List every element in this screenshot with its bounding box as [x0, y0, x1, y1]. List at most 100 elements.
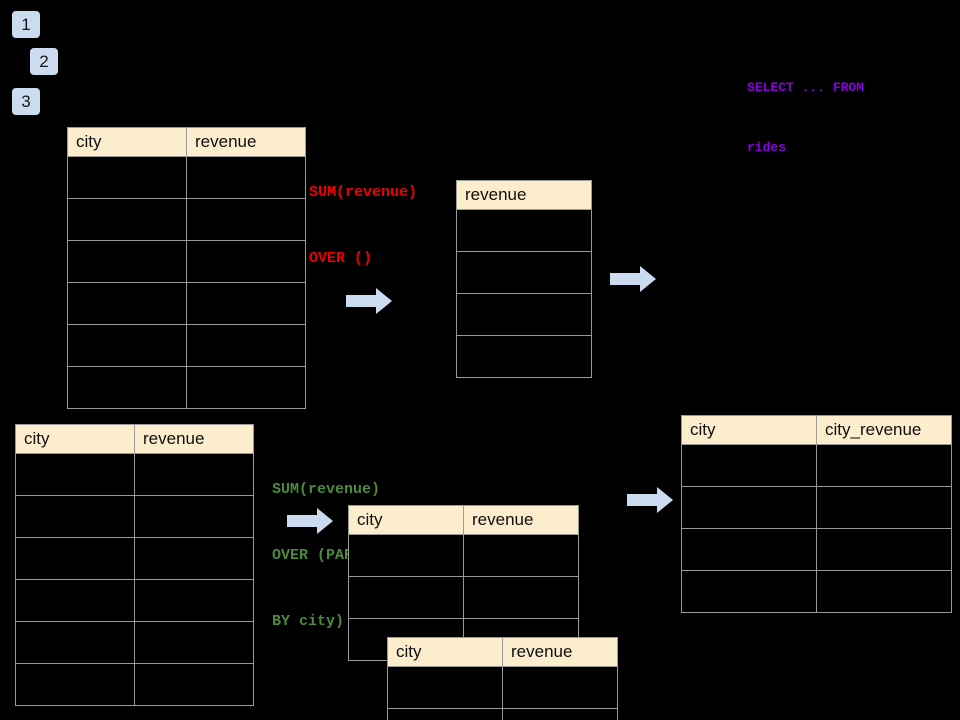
table-cell[interactable] [15, 663, 135, 706]
table-row[interactable] [67, 156, 306, 199]
table-cell[interactable] [134, 495, 254, 538]
table-cell[interactable] [816, 486, 952, 529]
table-cell[interactable] [348, 534, 464, 577]
step-badge-2[interactable]: 2 [30, 48, 58, 75]
arrow-total-to-result-icon [610, 266, 656, 292]
table-row[interactable] [348, 534, 579, 577]
sql-line-select: SELECT DISTINCT(city), [84, 57, 289, 75]
table-cell[interactable] [134, 621, 254, 664]
table-row[interactable] [15, 579, 254, 622]
table-cell[interactable] [186, 324, 306, 367]
table-cell[interactable] [456, 293, 592, 336]
table-cell[interactable] [456, 335, 592, 378]
table-cell[interactable] [502, 666, 618, 709]
table-cell[interactable] [502, 708, 618, 720]
table-header-row: city revenue [348, 505, 579, 535]
table-cell[interactable] [15, 495, 135, 538]
table-row[interactable] [67, 240, 306, 283]
table-cell[interactable] [15, 621, 135, 664]
table-cell[interactable] [186, 240, 306, 283]
table-row[interactable] [15, 663, 254, 706]
table-cell[interactable] [67, 366, 187, 409]
table-cell[interactable] [15, 453, 135, 496]
annotation-city-revenue-line-3: BY city) [272, 613, 345, 630]
table-row[interactable] [67, 282, 306, 325]
table-header-row: revenue [456, 180, 592, 210]
table-cell[interactable] [186, 282, 306, 325]
table-row[interactable] [681, 528, 952, 571]
table-cell[interactable] [387, 708, 503, 720]
sql-snippet-line-1: SELECT ... FROM [747, 80, 865, 95]
total-revenue-table[interactable]: revenue [456, 180, 592, 378]
table-cell[interactable] [816, 444, 952, 487]
sql-snippet-line-2: rides [747, 140, 787, 155]
table-cell[interactable] [67, 324, 187, 367]
table-row[interactable] [67, 324, 306, 367]
table-cell[interactable] [15, 579, 135, 622]
table-header-row: city revenue [67, 127, 306, 157]
table-cell[interactable] [186, 156, 306, 199]
table-row[interactable] [15, 621, 254, 664]
annotation-city-revenue-line-1: SUM(revenue) [272, 481, 381, 498]
table-row[interactable] [15, 453, 254, 496]
column-header-city-revenue: city_revenue [816, 415, 952, 445]
table-cell[interactable] [134, 579, 254, 622]
table-cell[interactable] [15, 537, 135, 580]
column-header-revenue: revenue [463, 505, 579, 535]
table-cell[interactable] [67, 198, 187, 241]
table-header-row: city city_revenue [681, 415, 952, 445]
table-row[interactable] [681, 570, 952, 613]
table-cell[interactable] [186, 366, 306, 409]
table-cell[interactable] [681, 444, 817, 487]
table-cell[interactable] [186, 198, 306, 241]
partition-table-front[interactable]: city revenue [387, 637, 618, 720]
table-cell[interactable] [681, 570, 817, 613]
annotation-total-revenue-line-2: OVER () [309, 250, 373, 267]
table-row[interactable] [681, 444, 952, 487]
table-row[interactable] [387, 708, 618, 720]
rides-source-table-bottom[interactable]: city revenue [15, 424, 254, 706]
table-row[interactable] [387, 666, 618, 709]
table-row[interactable] [67, 198, 306, 241]
annotation-total-revenue: SUM(revenue) OVER () [309, 138, 417, 314]
table-row[interactable] [67, 366, 306, 409]
table-cell[interactable] [134, 453, 254, 496]
table-cell[interactable] [681, 528, 817, 571]
table-row[interactable] [456, 335, 592, 378]
column-header-city: city [348, 505, 464, 535]
table-cell[interactable] [67, 282, 187, 325]
table-body [67, 156, 306, 409]
table-row[interactable] [681, 486, 952, 529]
table-cell[interactable] [387, 666, 503, 709]
table-header-row: city revenue [387, 637, 618, 667]
column-header-revenue: revenue [186, 127, 306, 157]
table-cell[interactable] [348, 576, 464, 619]
table-row[interactable] [456, 251, 592, 294]
column-header-city: city [15, 424, 135, 454]
table-cell[interactable] [456, 251, 592, 294]
table-cell[interactable] [816, 528, 952, 571]
table-cell[interactable] [463, 534, 579, 577]
table-cell[interactable] [67, 156, 187, 199]
table-cell[interactable] [816, 570, 952, 613]
table-cell[interactable] [463, 576, 579, 619]
rides-source-table-top[interactable]: city revenue [67, 127, 306, 409]
annotation-total-revenue-line-1: SUM(revenue) [309, 184, 418, 201]
column-header-revenue: revenue [456, 180, 592, 210]
table-row[interactable] [15, 537, 254, 580]
table-cell[interactable] [681, 486, 817, 529]
table-cell[interactable] [134, 537, 254, 580]
table-cell[interactable] [134, 663, 254, 706]
table-cell[interactable] [456, 209, 592, 252]
table-row[interactable] [456, 293, 592, 336]
table-header-row: city revenue [15, 424, 254, 454]
city-revenue-result-table[interactable]: city city_revenue [681, 415, 952, 613]
column-header-city: city [67, 127, 187, 157]
table-cell[interactable] [67, 240, 187, 283]
table-row[interactable] [456, 209, 592, 252]
step-badge-1[interactable]: 1 [12, 11, 40, 38]
table-row[interactable] [348, 576, 579, 619]
table-row[interactable] [15, 495, 254, 538]
step-badge-3[interactable]: 3 [12, 88, 40, 115]
